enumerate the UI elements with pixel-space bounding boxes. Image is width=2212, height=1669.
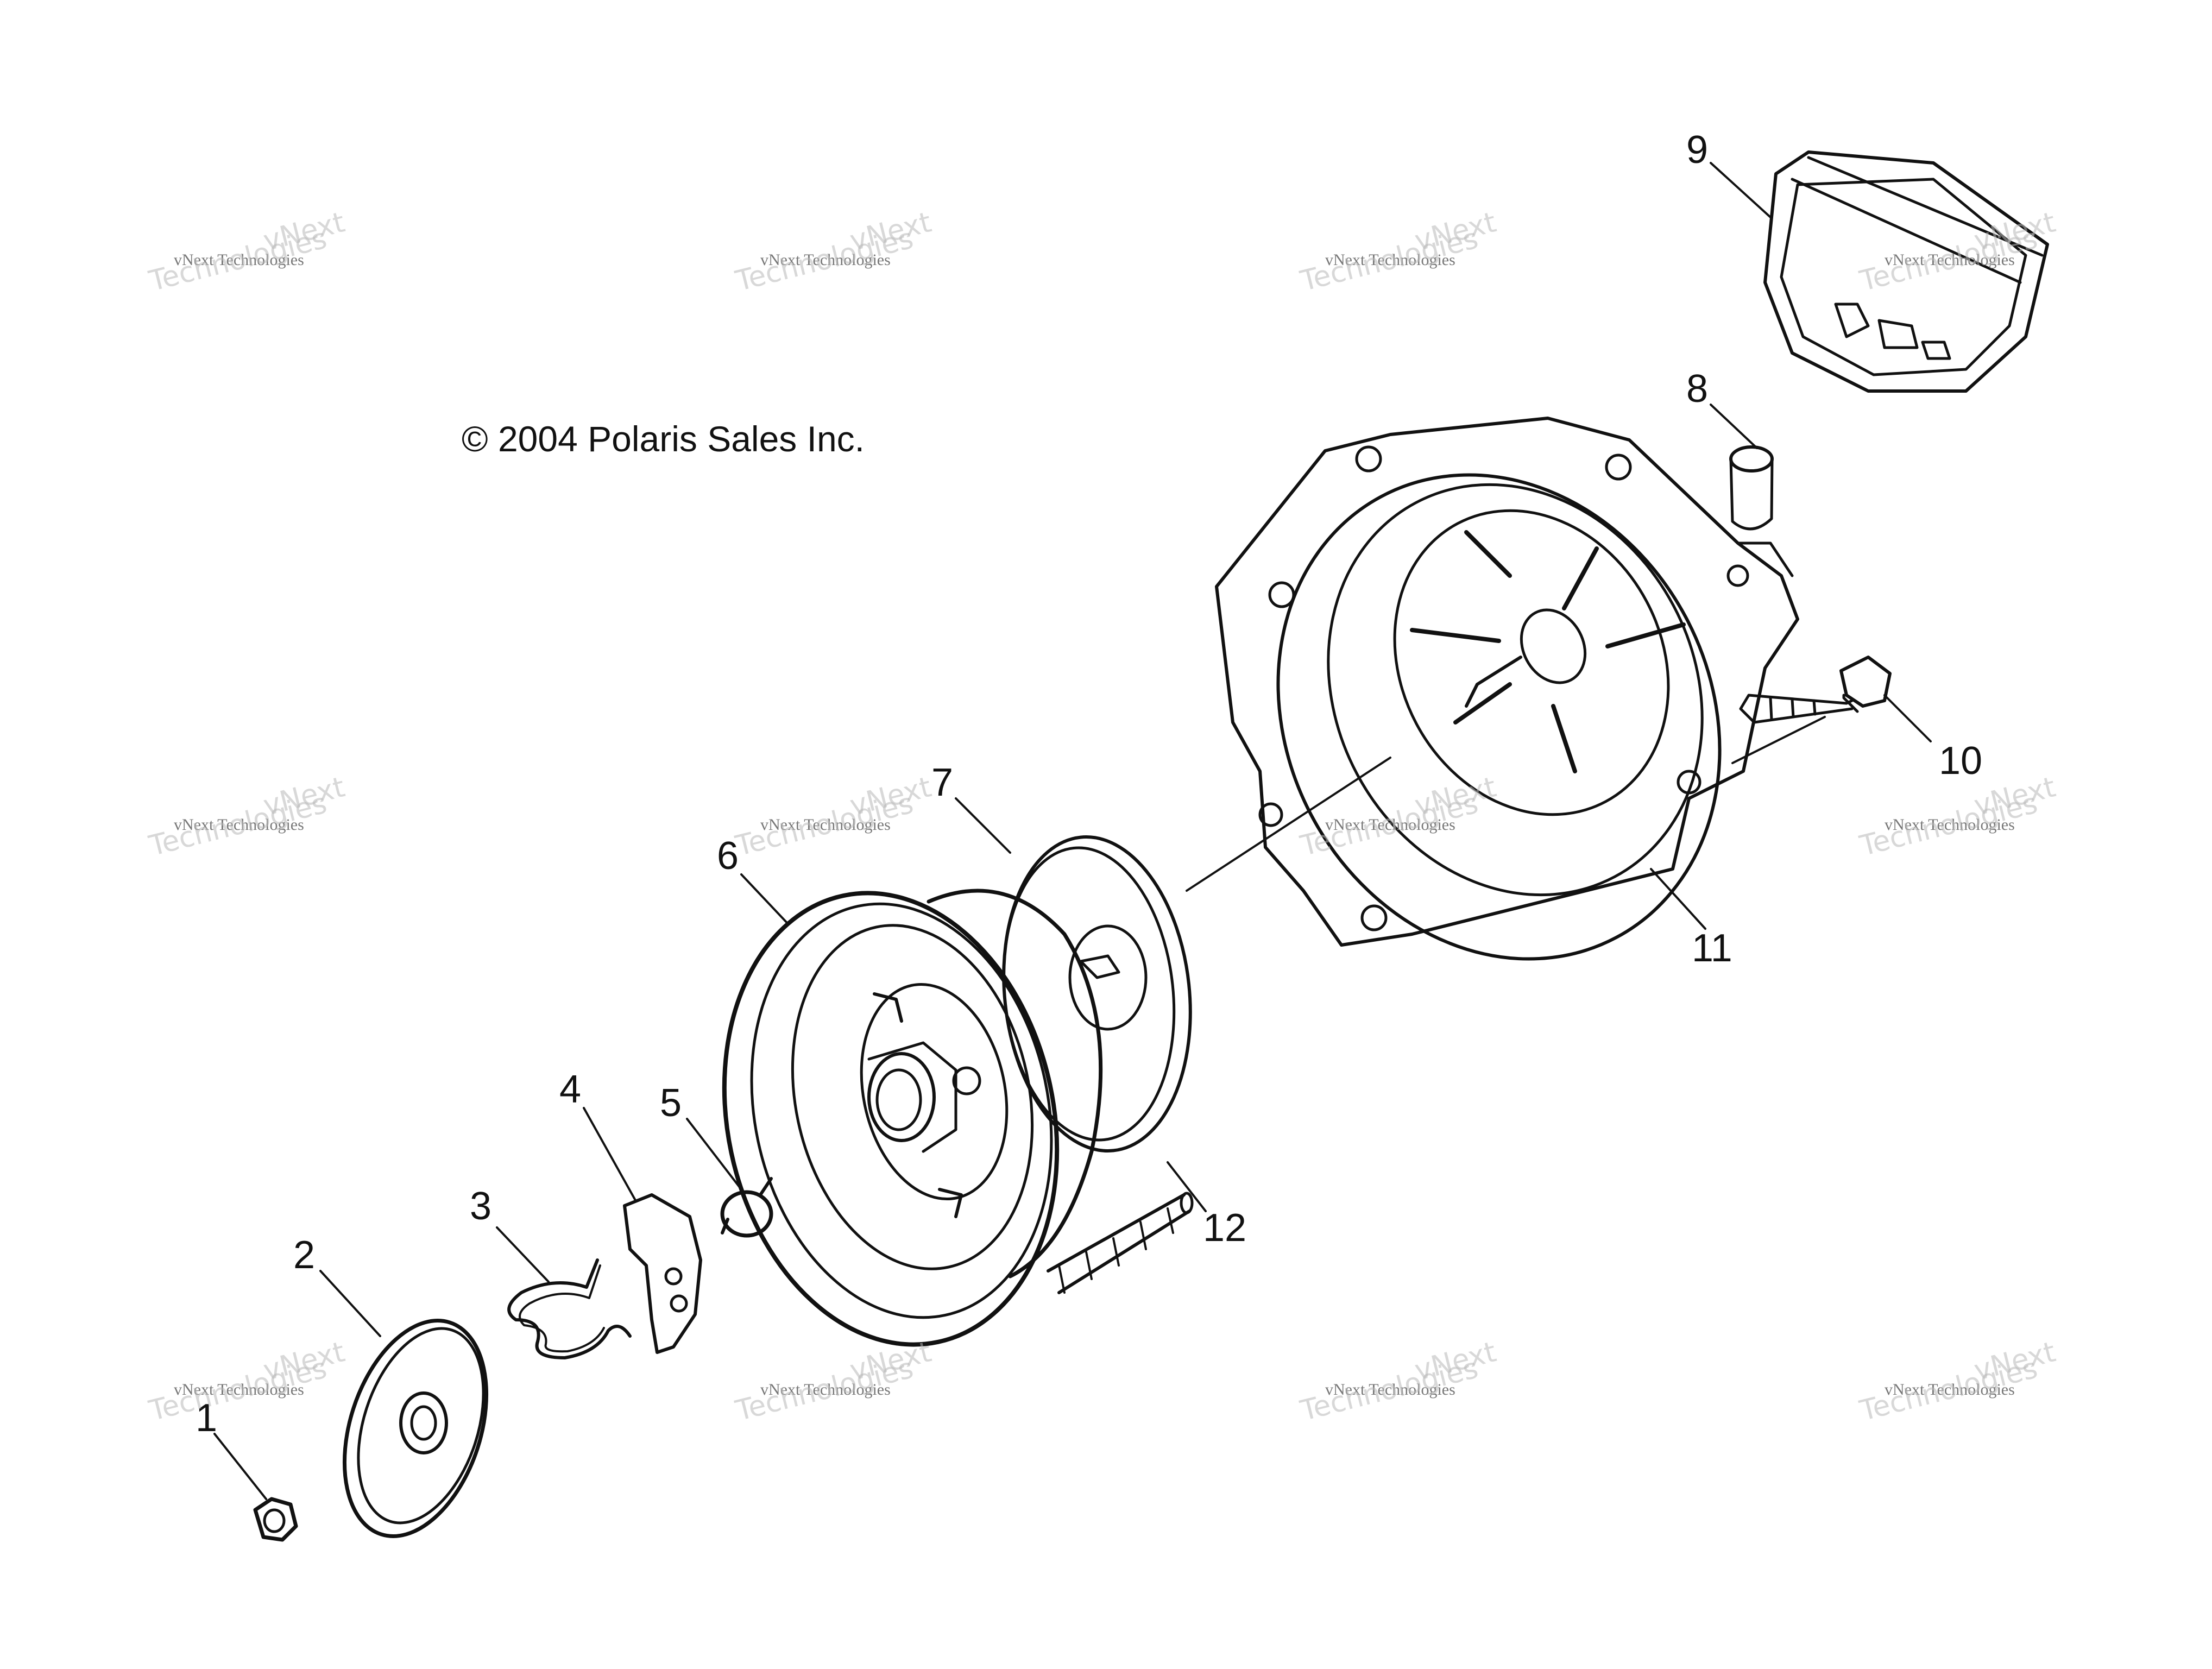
part-4-pawl — [623, 1193, 702, 1354]
part-2-friction-plate — [342, 1319, 489, 1538]
callout-11: 11 — [1692, 927, 1732, 970]
part-7-recoil-spring — [1002, 835, 1192, 1152]
part-10-bolt — [1739, 656, 1892, 724]
callout-9: 9 — [1686, 128, 1709, 172]
callout-8: 8 — [1686, 367, 1709, 411]
callout-4: 4 — [559, 1068, 582, 1111]
callout-3: 3 — [470, 1185, 492, 1228]
copyright-notice: © 2004 Polaris Sales Inc. — [462, 419, 865, 459]
part-8-handle-insert — [1729, 445, 1774, 531]
part-11-recoil-housing — [1215, 417, 1799, 961]
callout-5: 5 — [660, 1081, 682, 1125]
part-3-retainer-clip — [507, 1258, 632, 1359]
callout-2: 2 — [293, 1233, 316, 1277]
part-5-pawl-spring — [720, 1177, 773, 1238]
callout-7: 7 — [931, 761, 954, 804]
part-12-starter-rope — [1047, 1192, 1194, 1294]
part-6-rope-pulley — [722, 889, 1120, 1347]
part-9-rope-handle — [1763, 150, 2049, 393]
callout-10: 10 — [1939, 739, 1983, 783]
callout-1: 1 — [196, 1396, 218, 1440]
callout-12: 12 — [1203, 1206, 1247, 1250]
leader-lines — [213, 162, 1932, 1500]
assembly-axis-line — [1186, 757, 1391, 892]
part-1-nut — [253, 1497, 298, 1542]
callout-6: 6 — [717, 834, 739, 878]
